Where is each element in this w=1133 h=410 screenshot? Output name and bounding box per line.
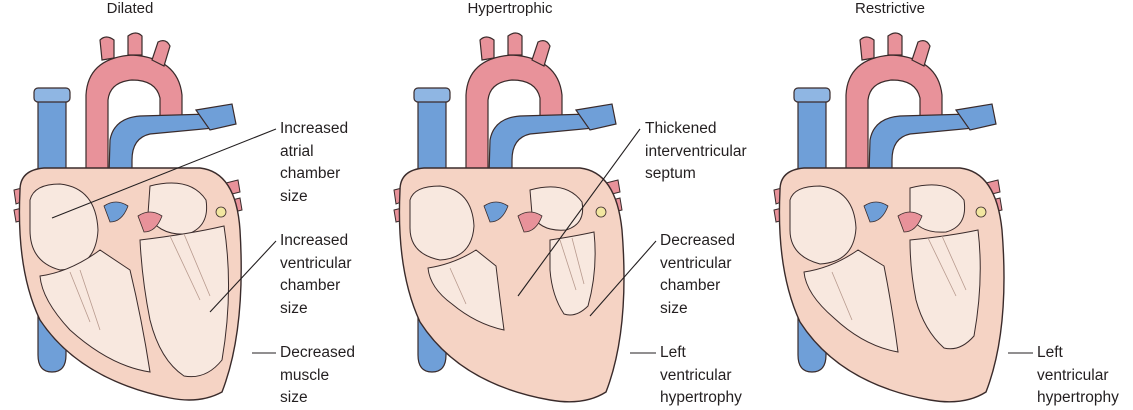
heart-illustration-hypertrophic xyxy=(393,32,625,403)
label-decreased-muscle-size: Decreased muscle size xyxy=(280,344,355,406)
panel-title: Dilated xyxy=(106,0,154,17)
label-thickened-interventricular-septum: Thickened interventricular septum xyxy=(645,120,747,182)
label-increased-atrial-chamber-size: Increased atrial chamber size xyxy=(280,120,349,205)
panel-dilated: Dilated Increased atrial chamber size In… xyxy=(0,0,380,410)
heart-illustration-dilated xyxy=(13,32,243,401)
label-increased-ventricular-chamber-size: Increased ventricular chamber size xyxy=(280,232,352,317)
label-decreased-ventricular-chamber-size: Decreased ventricular chamber size xyxy=(660,232,735,317)
label-left-ventricular-hypertrophy: Left ventricular hypertrophy xyxy=(660,344,742,406)
heart-illustration-restrictive xyxy=(773,32,1005,403)
panel-title: Hypertrophic xyxy=(467,0,553,17)
panel-title: Restrictive xyxy=(854,0,925,17)
label-left-ventricular-hypertrophy: Left ventricular hypertrophy xyxy=(1037,344,1119,406)
panel-restrictive: Restrictive Left ventricular hypertrophy xyxy=(760,0,1133,410)
panel-hypertrophic: Hypertrophic Thickened interventricular … xyxy=(380,0,770,410)
